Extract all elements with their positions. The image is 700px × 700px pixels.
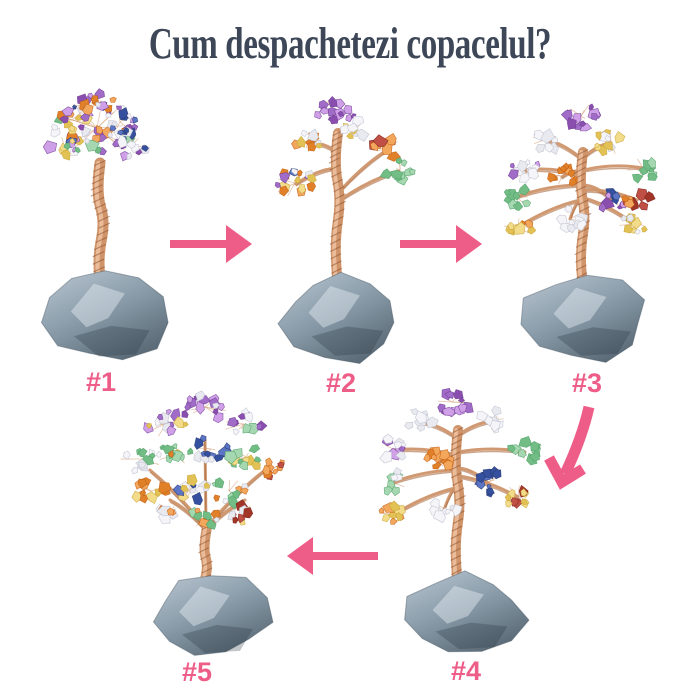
arrow-right-icon [400, 225, 482, 263]
arrow-left-icon [287, 537, 378, 575]
arrow-down-left-icon [544, 405, 595, 490]
page-title: Cum despachetezi copacelul? [148, 19, 552, 68]
tree-step-5 [120, 390, 285, 656]
tree-step-1 [40, 88, 169, 361]
step-label-5: #5 [181, 657, 213, 687]
arrow-right-icon [170, 225, 252, 263]
step-label-4: #4 [450, 656, 482, 686]
tree-step-3 [503, 103, 658, 363]
step-label-1: #1 [85, 367, 117, 397]
tree-step-2 [274, 95, 416, 365]
step-label-3: #3 [571, 368, 603, 398]
step-label-2: #2 [325, 368, 357, 398]
tree-step-4 [378, 387, 541, 653]
